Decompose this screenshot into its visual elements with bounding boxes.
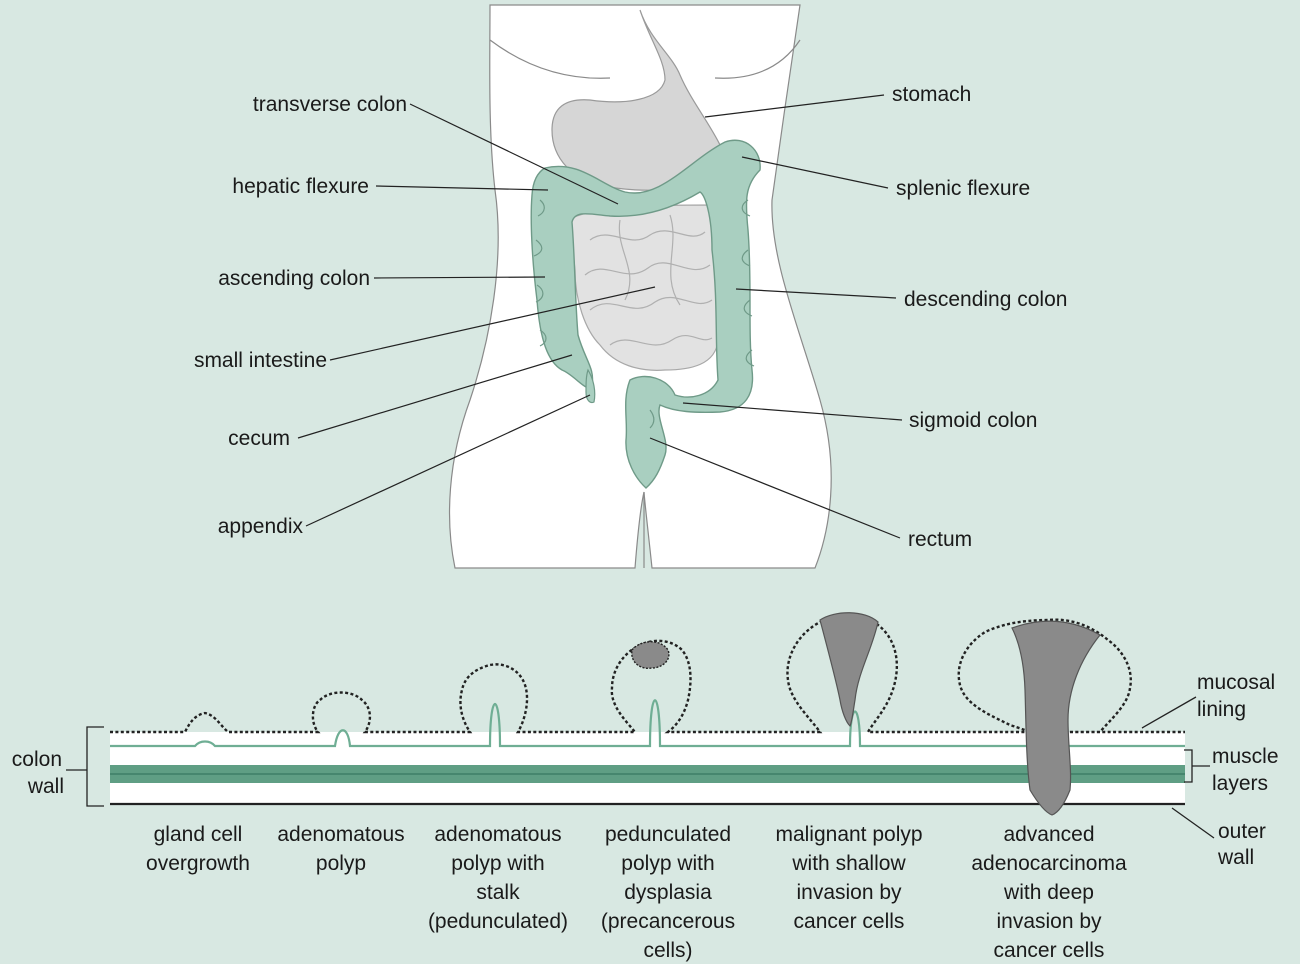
stage-4-line-5: cells) [643, 939, 692, 962]
stage-4-line-1: pedunculated [605, 823, 731, 846]
label-outer-wall-1: outer [1218, 820, 1266, 843]
label-colon-wall-2: wall [27, 775, 64, 798]
stage-1-line-1: gland cell [154, 823, 243, 846]
stage-5-line-2: with shallow [791, 852, 906, 875]
label-sigmoid-colon: sigmoid colon [909, 409, 1037, 432]
stage-6-line-4: invasion by [996, 910, 1102, 933]
label-hepatic-flexure: hepatic flexure [232, 175, 369, 198]
stage-4-line-2: polyp with [621, 852, 714, 875]
label-ascending-colon: ascending colon [218, 267, 370, 290]
label-mucosal-lining-1: mucosal [1197, 671, 1275, 694]
stage-6-line-1: advanced [1003, 823, 1094, 846]
label-outer-wall-2: wall [1217, 846, 1254, 869]
label-muscle-layers-1: muscle [1212, 745, 1279, 768]
label-colon-wall-1: colon [12, 748, 62, 771]
stage-3-line-3: stalk [476, 881, 520, 904]
label-rectum: rectum [908, 528, 972, 551]
label-muscle-layers-2: layers [1212, 772, 1268, 795]
stage-6-line-2: adenocarcinoma [971, 852, 1127, 875]
label-appendix: appendix [218, 515, 304, 538]
stage-2-line-2: polyp [316, 852, 366, 875]
stage-5-line-1: malignant polyp [775, 823, 922, 846]
dysplasia-cells [632, 642, 669, 669]
label-cecum: cecum [228, 427, 290, 450]
stage-6-line-3: with deep [1003, 881, 1094, 904]
stage-5-line-4: cancer cells [794, 910, 905, 933]
stage-4-line-4: (precancerous [601, 910, 735, 933]
label-stomach: stomach [892, 83, 971, 106]
stage-3-line-1: adenomatous [434, 823, 561, 846]
colon-wall-strip [110, 732, 1185, 804]
stage-captions: gland cell overgrowth adenomatous polyp … [146, 823, 1127, 962]
stage-2-line-1: adenomatous [277, 823, 404, 846]
label-small-intestine: small intestine [194, 349, 327, 372]
stage-1-line-2: overgrowth [146, 852, 250, 875]
stage-3-line-2: polyp with [451, 852, 544, 875]
stage-6-line-5: cancer cells [994, 939, 1105, 962]
label-transverse-colon: transverse colon [253, 93, 407, 116]
stage-5-line-3: invasion by [796, 881, 902, 904]
label-splenic-flexure: splenic flexure [896, 177, 1030, 200]
malignant-polyp-invasion [820, 613, 878, 726]
label-descending-colon: descending colon [904, 288, 1067, 311]
label-mucosal-lining-2: lining [1197, 698, 1246, 721]
stage-4-line-3: dysplasia [624, 881, 712, 904]
stage-3-line-4: (pedunculated) [428, 910, 568, 933]
